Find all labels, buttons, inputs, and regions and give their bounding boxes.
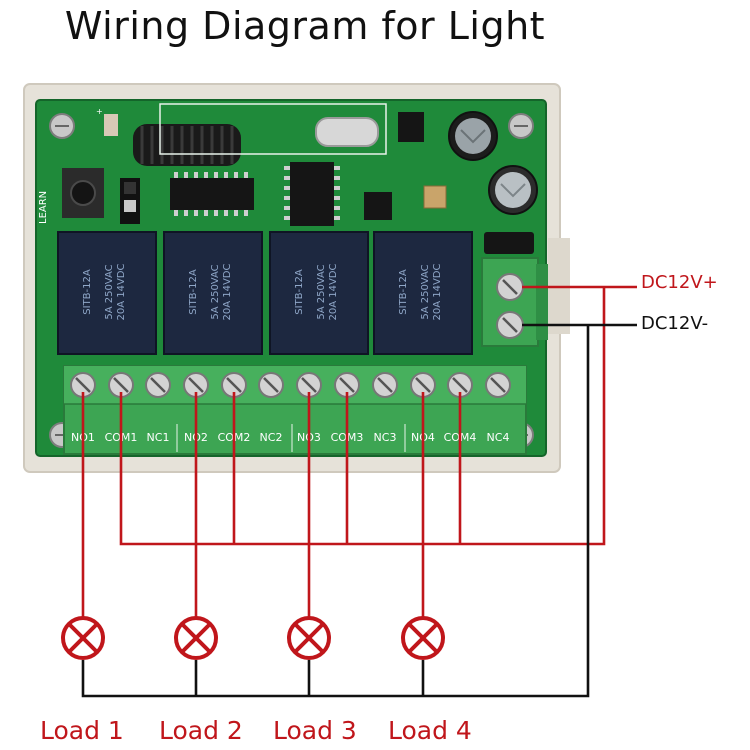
power-negative-label: DC12V-	[641, 313, 709, 334]
relay-spec-label: 5A 250VAC	[104, 264, 115, 319]
relay-spec2-label: 20A 14VDC	[432, 263, 443, 320]
wires	[81, 285, 637, 698]
voltage-regulator	[398, 112, 424, 142]
wire-negative-return	[81, 325, 590, 698]
terminal-screws	[70, 372, 511, 398]
relay-1: SITB-12A 5A 250VAC 20A 14VDC	[57, 231, 157, 355]
relay-4: SITB-12A 5A 250VAC 20A 14VDC	[373, 231, 473, 355]
lamp-icon-4	[401, 616, 445, 660]
relay-model-label: SITB-12A	[398, 269, 409, 315]
capacitor-2	[488, 165, 538, 215]
terminal-screw-nc3[interactable]	[372, 372, 398, 398]
lamp-icon-3	[287, 616, 331, 660]
relay-3: SITB-12A 5A 250VAC 20A 14VDC	[269, 231, 369, 355]
relay-spec-label: 5A 250VAC	[420, 264, 431, 319]
diode-module	[484, 232, 534, 254]
relay-spec2-label: 20A 14VDC	[222, 263, 233, 320]
load-label-1: Load 1	[40, 716, 124, 745]
mounting-screw-top-left	[49, 113, 75, 139]
relay-spec2-label: 20A 14VDC	[116, 263, 127, 320]
relay-model-label: SITB-12A	[294, 269, 305, 315]
terminal-screw-nc2[interactable]	[258, 372, 284, 398]
mounting-screw-top-right	[508, 113, 534, 139]
learn-label: LEARN	[38, 191, 49, 224]
terminal-label-nc1: NC1	[147, 431, 170, 444]
power-terminal-negative[interactable]	[496, 311, 524, 339]
lamp-icon-1	[61, 616, 105, 660]
load-label-3: Load 3	[273, 716, 357, 745]
learn-button[interactable]	[62, 168, 104, 218]
terminal-screw-com1[interactable]	[108, 372, 134, 398]
terminal-screw-no2[interactable]	[183, 372, 209, 398]
power-positive-label: DC12V+	[641, 272, 718, 293]
power-terminal-positive[interactable]	[496, 273, 524, 301]
terminal-screw-com2[interactable]	[221, 372, 247, 398]
terminal-screw-nc4[interactable]	[485, 372, 511, 398]
wire-positive-bus	[119, 287, 606, 546]
load-label-2: Load 2	[159, 716, 243, 745]
terminal-label-nc4: NC4	[487, 431, 510, 444]
jumper-header	[120, 178, 140, 224]
ic-chip-1	[170, 172, 254, 216]
lamps	[61, 616, 445, 660]
crystal	[315, 117, 379, 147]
antenna-coil	[133, 124, 241, 166]
lamp-icon-2	[174, 616, 218, 660]
tantalum-capacitor	[423, 185, 447, 209]
load-label-4: Load 4	[388, 716, 472, 745]
page-title: Wiring Diagram for Light	[64, 4, 546, 48]
ic-chip-2	[284, 162, 340, 226]
capacitor-1	[448, 111, 498, 161]
ic-chip-3	[364, 192, 392, 220]
relay-spec2-label: 20A 14VDC	[328, 263, 339, 320]
relay-model-label: SITB-12A	[188, 269, 199, 315]
relay-spec-label: 5A 250VAC	[316, 264, 327, 319]
receiver-module	[159, 103, 387, 155]
led-indicator: +	[96, 107, 118, 136]
relay-spec-label: 5A 250VAC	[210, 264, 221, 319]
terminal-screw-nc1[interactable]	[145, 372, 171, 398]
terminal-label-nc2: NC2	[260, 431, 283, 444]
svg-text:+: +	[96, 107, 103, 116]
relay-model-label: SITB-12A	[82, 269, 93, 315]
terminal-label-nc3: NC3	[374, 431, 397, 444]
relay-2: SITB-12A 5A 250VAC 20A 14VDC	[163, 231, 263, 355]
